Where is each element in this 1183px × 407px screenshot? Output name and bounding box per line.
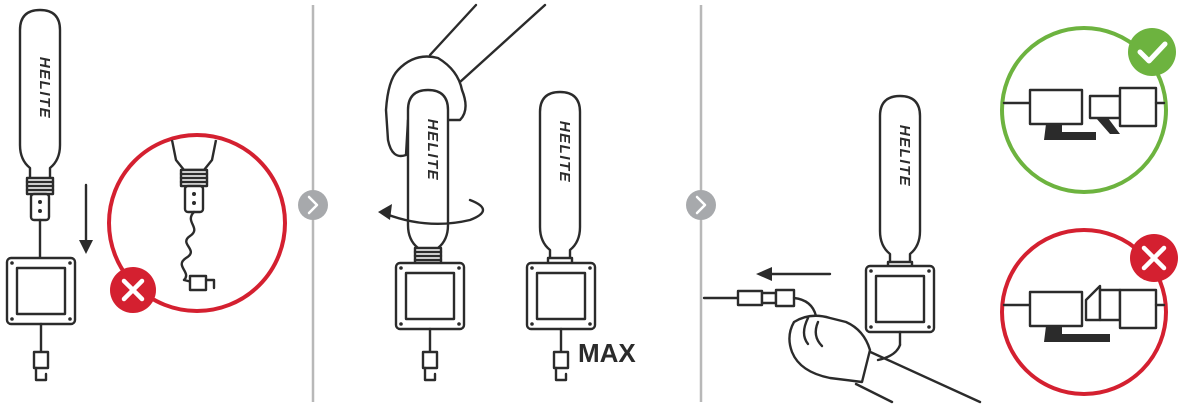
brand-label: HELITE	[896, 125, 913, 187]
max-label: MAX	[578, 338, 636, 368]
left-arrow-icon	[756, 267, 832, 281]
inflator-box	[864, 264, 936, 334]
panel-3: HELITE	[702, 26, 1178, 404]
panel-1: HELITE	[5, 8, 287, 382]
cartridge: HELITE	[878, 94, 922, 270]
cartridge: HELITE	[538, 90, 582, 266]
down-arrow-icon	[79, 183, 93, 254]
incorrect-connection-view	[1000, 228, 1168, 396]
wrong-order-icon	[107, 133, 287, 313]
check-icon	[1128, 28, 1176, 76]
panel-2: HELITE HELITE MAX	[378, 3, 636, 382]
brand-label: HELITE	[36, 57, 53, 119]
next-arrow-icon	[298, 190, 328, 220]
cartridge: HELITE	[18, 8, 62, 184]
inflator-box	[525, 261, 597, 331]
cross-icon	[1130, 234, 1178, 282]
plug	[32, 350, 50, 382]
rotate-arrow-icon	[378, 198, 485, 226]
brand-label: HELITE	[556, 121, 573, 183]
brand-label: HELITE	[424, 119, 441, 181]
cartridge: HELITE	[406, 88, 450, 264]
inflator-box	[5, 256, 77, 326]
plug	[421, 350, 439, 382]
next-arrow-icon	[686, 190, 716, 220]
correct-connection-view	[1000, 26, 1168, 194]
cross-icon	[110, 267, 156, 313]
inflator-box	[394, 261, 466, 331]
plug	[552, 350, 570, 382]
